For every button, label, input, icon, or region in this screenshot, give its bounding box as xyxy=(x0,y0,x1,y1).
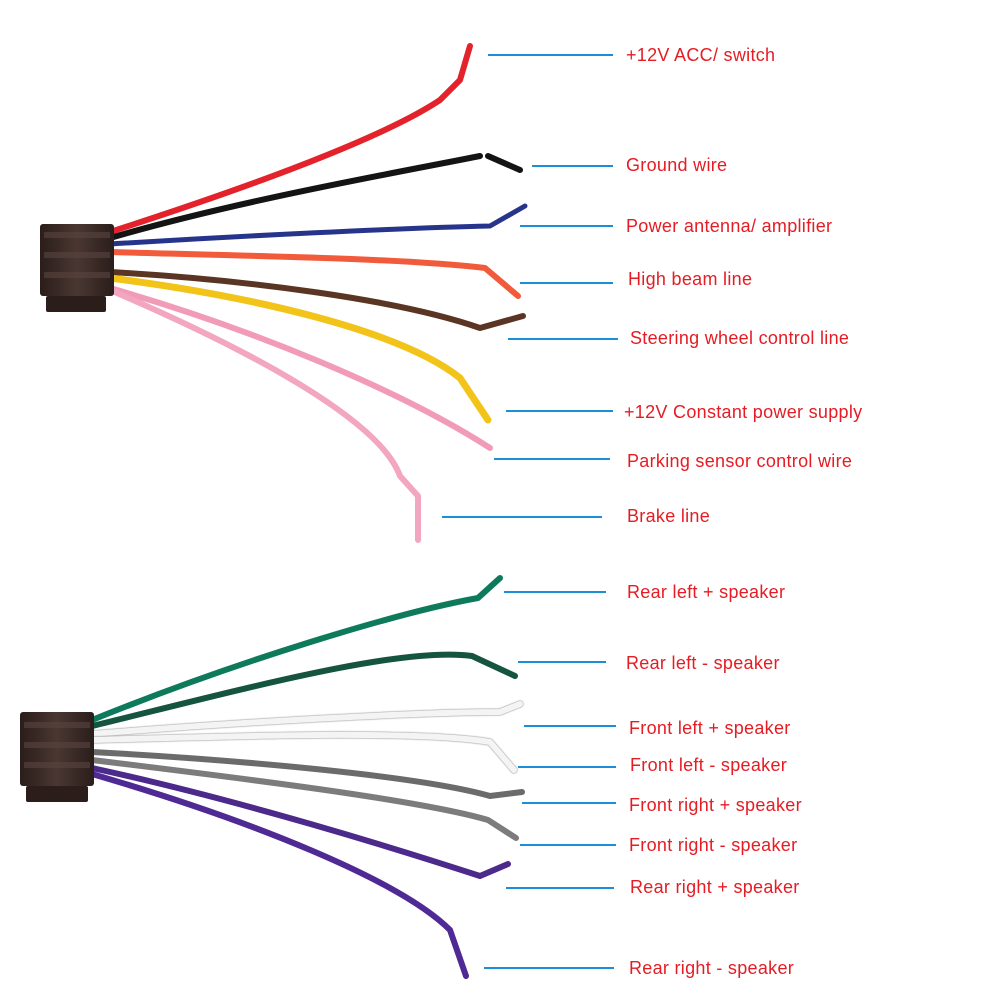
label-steering-wheel: Steering wheel control line xyxy=(630,328,850,348)
wire-fl-minus xyxy=(89,731,517,773)
wire-highbeam xyxy=(107,249,521,299)
wire-antenna xyxy=(107,203,528,247)
connector-ridge xyxy=(24,742,90,748)
speaker-connector xyxy=(20,712,94,802)
wire-constant xyxy=(106,274,492,424)
wire-ground xyxy=(107,153,523,241)
speaker-harness-wires xyxy=(89,575,525,979)
wire-brake xyxy=(107,287,421,543)
power-connector xyxy=(40,224,114,312)
label-ground-wire: Ground wire xyxy=(626,155,728,175)
label-brake-line: Brake line xyxy=(627,506,711,526)
wire-fr-plus xyxy=(89,749,525,799)
connector-latch xyxy=(26,786,88,802)
connector-ridge xyxy=(24,722,90,728)
label-front-left-minus: Front left - speaker xyxy=(630,755,788,775)
wire-fl-plus xyxy=(89,701,523,737)
label-rear-left-plus: Rear left + speaker xyxy=(627,582,786,602)
wire-parking xyxy=(107,285,493,451)
wire-rl-minus xyxy=(89,651,518,729)
label-power-antenna: Power antenna/ amplifier xyxy=(626,216,833,236)
label-rear-left-minus: Rear left - speaker xyxy=(626,653,780,673)
label-constant-power: +12V Constant power supply xyxy=(624,402,863,422)
connector-ridge xyxy=(24,762,90,768)
wire-rr-plus xyxy=(89,765,511,879)
label-rear-right-minus: Rear right - speaker xyxy=(629,958,795,978)
label-front-right-plus: Front right + speaker xyxy=(629,795,802,815)
power-harness-wires xyxy=(106,43,528,543)
label-parking-sensor: Parking sensor control wire xyxy=(627,451,853,471)
wire-acc xyxy=(107,43,473,235)
wire-rr-minus xyxy=(89,771,469,979)
label-rear-right-plus: Rear right + speaker xyxy=(630,877,800,897)
connector-ridge xyxy=(44,252,110,258)
wire-steering xyxy=(107,269,526,331)
label-front-right-minus: Front right - speaker xyxy=(629,835,798,855)
connector-ridge xyxy=(44,272,110,278)
label-acc-switch: +12V ACC/ switch xyxy=(626,45,776,65)
leader-lines xyxy=(442,54,618,969)
label-front-left-plus: Front left + speaker xyxy=(629,718,791,738)
label-high-beam: High beam line xyxy=(628,269,753,289)
wire-rl-plus xyxy=(89,575,503,723)
wire-fr-minus xyxy=(89,757,519,841)
connector-latch xyxy=(46,296,106,312)
connector-ridge xyxy=(44,232,110,238)
